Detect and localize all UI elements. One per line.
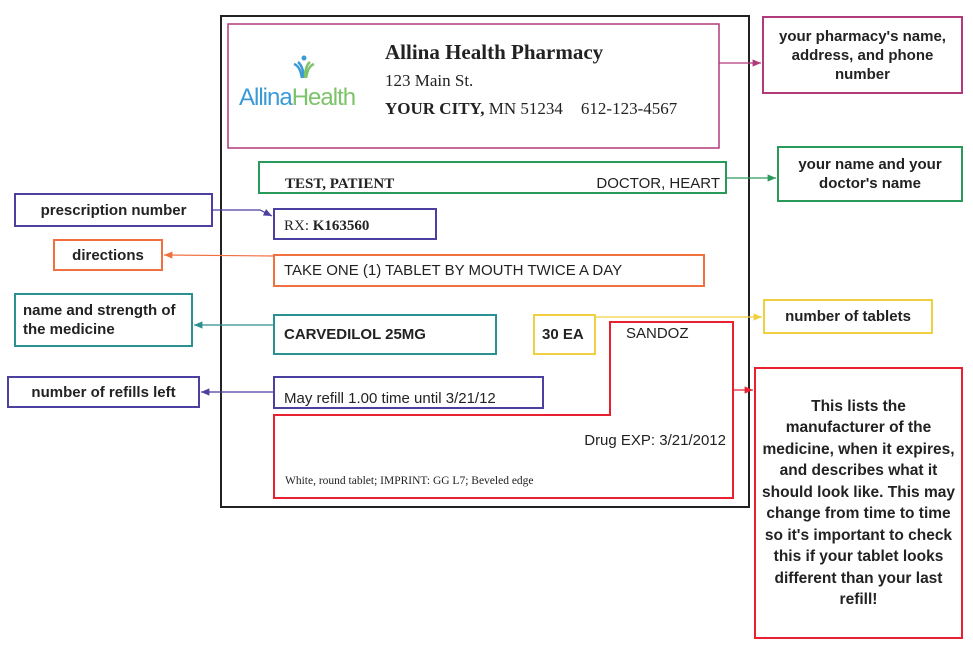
- patient-name: TEST, PATIENT: [285, 176, 395, 192]
- tablets-box: [533, 314, 596, 355]
- logo-text-b: Health: [291, 84, 356, 111]
- rx-number: RX: K163560: [284, 218, 369, 235]
- rx-prefix: RX:: [284, 218, 310, 234]
- state-zip: MN 51234: [488, 99, 563, 118]
- medicine-box: [273, 314, 497, 355]
- callout-refills: number of refills left: [31, 383, 176, 401]
- pharmacy-box: [227, 23, 720, 149]
- doctor-name: DOCTOR, HEART: [596, 175, 720, 192]
- logo-text-a: Allina: [239, 84, 293, 111]
- callout-manufacturer: This lists the manufacturer of the medic…: [762, 397, 955, 609]
- callout-medicine: name and strength of the medicine: [23, 302, 176, 338]
- callout-pharmacy: your pharmacy's name, address, and phone…: [779, 27, 946, 83]
- manufacturer-box: [273, 321, 734, 499]
- pharmacy-name: Allina Health Pharmacy: [385, 40, 604, 64]
- callout-directions: directions: [72, 246, 144, 264]
- expiration-text: Drug EXP: 3/21/2012: [584, 432, 726, 449]
- callout-rx: prescription number: [40, 201, 187, 219]
- medicine-text: CARVEDILOL 25MG: [284, 326, 426, 343]
- rx-box: [273, 208, 437, 240]
- allina-logo: AllinaHealth: [239, 84, 356, 112]
- allina-logo-icon: [293, 55, 315, 79]
- refills-text: May refill 1.00 time until 3/21/12: [284, 390, 496, 407]
- city: YOUR CITY,: [385, 99, 485, 118]
- directions-box: [273, 254, 705, 287]
- label-border: [220, 15, 750, 508]
- manufacturer-text: SANDOZ: [626, 325, 689, 342]
- rx-value: K163560: [312, 218, 370, 234]
- callout-names: your name and your doctor's name: [798, 156, 942, 192]
- description-text: White, round tablet; IMPRINT: GG L7; Bev…: [285, 475, 534, 487]
- pharmacy-city: YOUR CITY, MN 51234 612-123-4567: [385, 99, 677, 119]
- quantity-text: 30 EA: [542, 326, 584, 343]
- pharmacy-address: 123 Main St.: [385, 71, 474, 90]
- callout-tablets: number of tablets: [785, 308, 911, 325]
- phone: 612-123-4567: [580, 99, 678, 118]
- directions-text: TAKE ONE (1) TABLET BY MOUTH TWICE A DAY: [284, 262, 623, 279]
